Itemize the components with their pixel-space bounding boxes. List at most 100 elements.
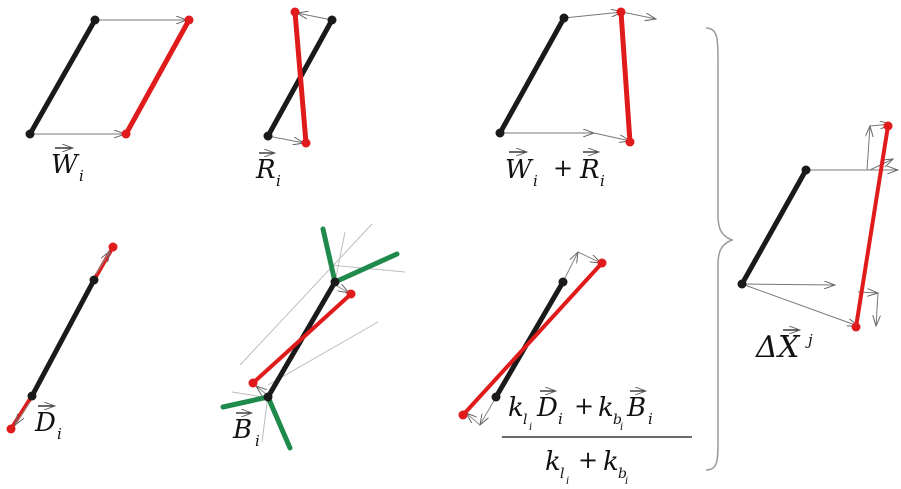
- endpoint: [597, 258, 607, 268]
- guide-line: [261, 394, 269, 443]
- denominator-k-l-subsub: i: [566, 476, 569, 487]
- endpoint: [263, 131, 273, 141]
- moved-segment: [292, 9, 309, 146]
- arrow: [336, 286, 349, 293]
- panel-d-i: [6, 242, 118, 434]
- numerator-k-l-sub: l: [523, 412, 527, 428]
- arrow: [867, 126, 870, 171]
- endpoint: [883, 121, 893, 131]
- endpoint: [330, 277, 340, 287]
- numerator-b-sub: i: [648, 410, 653, 428]
- panel-r-i: [263, 7, 337, 148]
- endpoint: [491, 392, 501, 402]
- label-sub: i: [79, 167, 84, 185]
- moved-segment: [251, 292, 353, 385]
- arrow: [15, 401, 31, 425]
- label-main: R: [255, 155, 276, 185]
- bend-line: [332, 251, 400, 285]
- moved-segment: [9, 394, 34, 431]
- numerator-k-b: k: [598, 393, 614, 423]
- label-combined-fraction: k l i D i + k b i B i k l i + k b i: [502, 391, 692, 487]
- denominator-k-b-subsub: i: [625, 476, 628, 487]
- original-segment: [29, 277, 97, 399]
- label-delta-x: Δ X j: [755, 330, 813, 365]
- numerator-k-l-subsub: i: [529, 422, 532, 433]
- arrow: [480, 396, 497, 425]
- denominator-k-b-sub: b: [618, 466, 627, 482]
- arrow: [593, 132, 630, 141]
- moved-segment: [92, 245, 115, 282]
- endpoint: [184, 15, 194, 25]
- curly-brace: [705, 27, 735, 471]
- endpoint: [458, 410, 468, 420]
- arrow: [267, 135, 304, 143]
- panel-w-i: [25, 15, 194, 139]
- panel-b-i: [220, 223, 406, 451]
- arrow: [563, 12, 622, 19]
- label-b-i: B i: [232, 413, 260, 450]
- label-main: W: [51, 150, 80, 180]
- label-w-plus-r: W i + R i: [505, 152, 605, 190]
- denominator-k-l: k: [545, 447, 561, 477]
- numerator-b: B: [626, 393, 646, 423]
- numerator-d: D: [536, 393, 558, 423]
- arrow: [562, 252, 578, 283]
- original-segment: [27, 17, 98, 137]
- label-w-i: W i: [51, 148, 84, 185]
- label-delta: Δ: [755, 330, 778, 365]
- numerator-d-sub: i: [558, 410, 563, 428]
- original-segment: [739, 167, 809, 287]
- label-sub-2: i: [600, 172, 605, 190]
- endpoint: [851, 322, 861, 332]
- endpoint: [737, 279, 747, 289]
- label-d-i: D i: [34, 406, 62, 443]
- label-plus: +: [553, 154, 573, 182]
- endpoint: [346, 289, 356, 299]
- moved-segment: [618, 9, 633, 145]
- bend-line: [220, 394, 271, 410]
- label-main: D: [34, 408, 56, 438]
- endpoint: [121, 129, 131, 139]
- label-sub: i: [255, 432, 260, 450]
- label-main: B: [232, 415, 252, 445]
- denominator-plus: +: [578, 446, 598, 474]
- endpoint: [263, 392, 273, 402]
- label-r-i: R i: [255, 153, 281, 190]
- endpoint: [108, 242, 118, 252]
- endpoint: [27, 391, 37, 401]
- numerator-plus: +: [574, 392, 594, 420]
- endpoint: [89, 275, 99, 285]
- arrow: [466, 413, 481, 426]
- arrow: [577, 251, 601, 263]
- guide-line: [334, 231, 346, 283]
- endpoint: [495, 128, 505, 138]
- bend-line: [320, 226, 338, 285]
- endpoint: [290, 7, 300, 17]
- label-sub: i: [57, 425, 62, 443]
- panel-delta-x: [737, 121, 899, 332]
- moved-segment: [123, 17, 192, 137]
- original-segment: [497, 15, 567, 136]
- endpoint: [559, 13, 569, 23]
- arrow: [741, 283, 858, 326]
- label-sub-1: i: [533, 172, 538, 190]
- arrow: [95, 251, 110, 275]
- label-main-1: W: [505, 155, 534, 185]
- guide-line: [267, 321, 379, 386]
- endpoint: [301, 138, 311, 148]
- endpoint: [327, 15, 337, 25]
- guide-line: [239, 223, 373, 366]
- arrow: [741, 284, 835, 285]
- label-main: X: [776, 330, 801, 365]
- endpoint: [248, 378, 258, 388]
- denominator-k-l-sub: l: [560, 466, 564, 482]
- arrow: [876, 292, 878, 326]
- bend-line: [265, 394, 293, 451]
- endpoint: [625, 137, 635, 147]
- moved-segment: [461, 261, 604, 417]
- endpoint: [558, 277, 568, 287]
- label-main-2: R: [579, 155, 600, 185]
- endpoint: [616, 7, 626, 17]
- endpoint: [90, 15, 100, 25]
